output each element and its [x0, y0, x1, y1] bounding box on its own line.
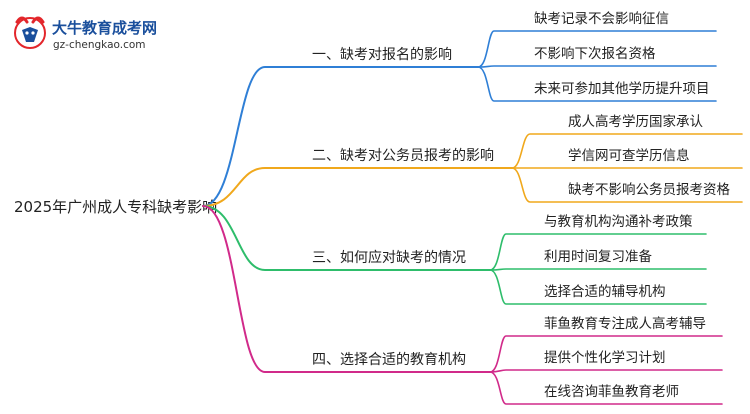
connector-lines	[202, 30, 743, 405]
logo-url: gz-chengkao.com	[53, 39, 146, 51]
branch-1: 一、缺考对报名的影响 缺考记录不会影响征信 不影响下次报名资格 未来可参加其他学…	[312, 11, 710, 97]
leaf-label: 选择合适的辅导机构	[544, 284, 666, 300]
site-logo[interactable]: 大牛教育成考网 gz-chengkao.com	[14, 16, 157, 51]
leaf-label: 学信网可查学历信息	[568, 147, 690, 164]
branch-label: 三、如何应对缺考的情况	[312, 249, 466, 266]
leaf-label: 不影响下次报名资格	[534, 46, 656, 62]
leaf-label: 在线咨询菲鱼教育老师	[544, 383, 679, 400]
branch-label: 一、缺考对报名的影响	[312, 47, 452, 63]
leaf-connector	[489, 268, 707, 271]
leaf-connector	[511, 167, 743, 203]
leaf-connector	[477, 65, 717, 68]
branch-connector	[202, 205, 491, 373]
leaf-label: 菲鱼教育专注成人高考辅导	[544, 315, 706, 332]
branch-label: 四、选择合适的教育机构	[312, 352, 466, 368]
leaf-connector	[489, 335, 723, 373]
leaf-label: 成人高考学历国家承认	[568, 113, 703, 130]
leaf-label: 缺考记录不会影响征信	[534, 11, 669, 27]
branch-label: 二、缺考对公务员报考的影响	[312, 148, 494, 164]
leaf-connector	[489, 369, 723, 373]
leaf-connector	[489, 371, 723, 405]
leaf-label: 缺考不影响公务员报考资格	[568, 182, 730, 198]
leaf-label: 与教育机构沟通补考政策	[544, 213, 693, 230]
branch-3: 三、如何应对缺考的情况 与教育机构沟通补考政策 利用时间复习准备 选择合适的辅导…	[312, 213, 693, 300]
branch-2: 二、缺考对公务员报考的影响 成人高考学历国家承认 学信网可查学历信息 缺考不影响…	[312, 113, 730, 198]
leaf-connector	[477, 30, 717, 68]
logo-title: 大牛教育成考网	[52, 19, 157, 37]
root-topic: 2025年广州成人专科缺考影响	[14, 198, 217, 216]
leaf-connector	[477, 66, 717, 102]
branch-connector	[202, 66, 479, 207]
leaf-connector	[489, 269, 707, 305]
leaf-connector	[511, 133, 743, 169]
leaf-label: 未来可参加其他学历提升项目	[534, 80, 710, 97]
branch-connector	[202, 167, 513, 207]
leaf-connector	[489, 233, 707, 271]
branch-connector	[202, 205, 491, 271]
bull-head-logo-icon	[14, 16, 46, 49]
leaf-label: 提供个性化学习计划	[544, 350, 666, 366]
branch-4: 四、选择合适的教育机构 菲鱼教育专注成人高考辅导 提供个性化学习计划 在线咨询菲…	[312, 315, 706, 400]
leaf-label: 利用时间复习准备	[544, 248, 652, 265]
